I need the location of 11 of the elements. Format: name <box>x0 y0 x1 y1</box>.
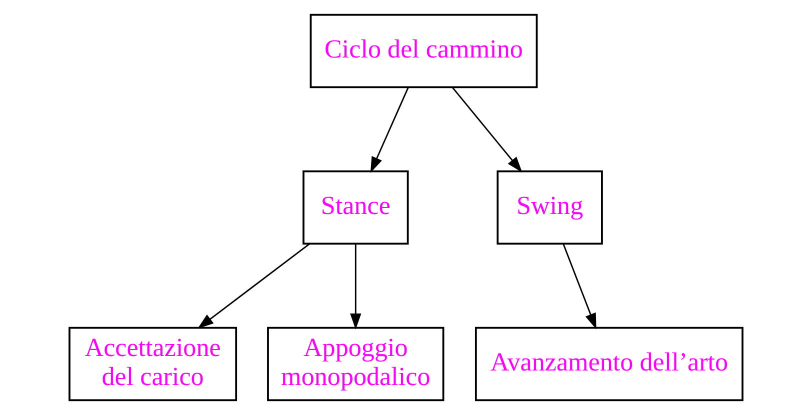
node-box: Stance <box>302 170 409 244</box>
node-box: Avanzamento dell’arto <box>474 326 744 401</box>
node-box: Appoggio monopodalico <box>267 326 444 401</box>
arrow <box>562 243 596 329</box>
arrow <box>198 242 310 328</box>
arrow <box>452 86 522 172</box>
node-box: Swing <box>496 170 603 244</box>
arrow <box>350 243 362 329</box>
arrow <box>370 86 409 172</box>
node-box: Accettazione del carico <box>68 326 238 401</box>
node-box: Ciclo del cammino <box>310 13 538 88</box>
